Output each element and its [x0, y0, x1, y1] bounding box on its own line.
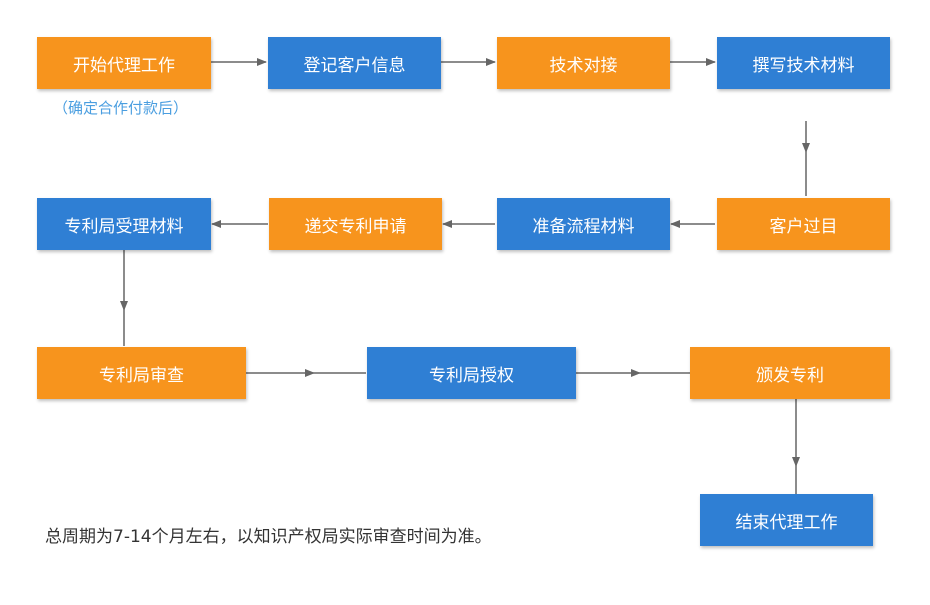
step-end: 结束代理工作: [700, 494, 873, 546]
step-register: 登记客户信息: [268, 37, 441, 89]
step-submit: 递交专利申请: [269, 198, 442, 250]
step-grant: 专利局授权: [367, 347, 576, 399]
step-examine-label: 专利局审查: [99, 365, 184, 386]
step-prepare: 准备流程材料: [497, 198, 670, 250]
step-review: 客户过目: [717, 198, 890, 250]
start-note: （确定合作付款后）: [53, 99, 189, 117]
step-accept: 专利局受理材料: [37, 198, 211, 250]
step-start: 开始代理工作: [37, 37, 211, 89]
step-tech: 技术对接: [497, 37, 670, 89]
step-end-label: 结束代理工作: [735, 512, 838, 533]
step-tech-label: 技术对接: [549, 55, 618, 76]
step-submit-label: 递交专利申请: [304, 216, 407, 237]
step-start-label: 开始代理工作: [73, 55, 175, 76]
step-review-label: 客户过目: [769, 216, 838, 237]
step-examine: 专利局审查: [37, 347, 246, 399]
step-issue-label: 颁发专利: [756, 365, 824, 386]
step-prepare-label: 准备流程材料: [532, 216, 635, 237]
step-register-label: 登记客户信息: [303, 55, 406, 76]
cycle-footnote: 总周期为7-14个月左右，以知识产权局实际审查时间为准。: [45, 527, 492, 547]
step-grant-label: 专利局授权: [429, 365, 514, 386]
step-accept-label: 专利局受理材料: [64, 216, 184, 237]
step-write: 撰写技术材料: [717, 37, 890, 89]
step-issue: 颁发专利: [690, 347, 890, 399]
step-write-label: 撰写技术材料: [752, 55, 855, 76]
